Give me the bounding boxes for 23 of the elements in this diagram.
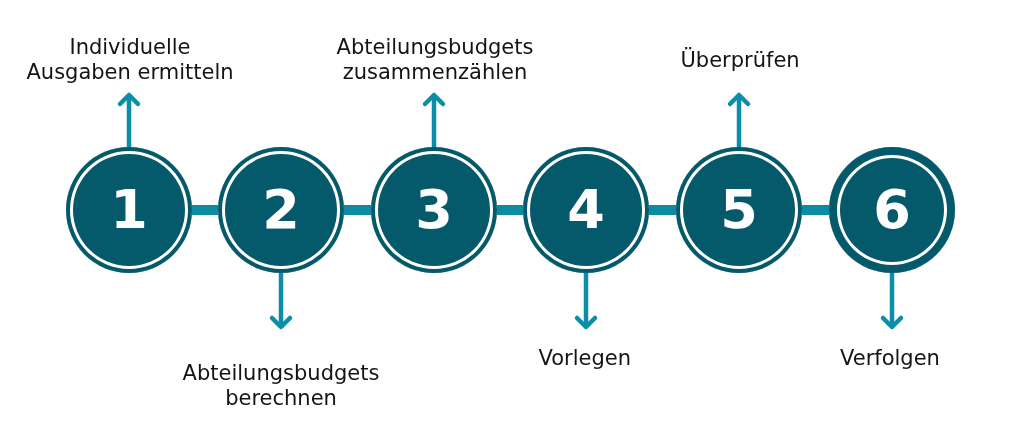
step-number: 4 (567, 183, 605, 237)
step-label: Abteilungsbudgets berechnen (170, 361, 392, 411)
step-number: 2 (262, 183, 300, 237)
step-number: 6 (873, 183, 911, 237)
connector-line (497, 205, 523, 215)
arrow (422, 92, 446, 147)
step-number: 5 (720, 183, 758, 237)
arrow (269, 273, 293, 330)
step-label: Individuelle Ausgaben ermitteln (19, 35, 241, 85)
step-number: 3 (415, 183, 453, 237)
connector-line (192, 205, 218, 215)
arrow (880, 273, 904, 330)
arrow (727, 92, 751, 147)
connector-line (344, 205, 371, 215)
arrow (574, 273, 598, 330)
step-number: 1 (110, 183, 148, 237)
connector-line (649, 205, 676, 215)
arrow (117, 92, 141, 147)
step-label: Überprüfen (680, 47, 800, 73)
step-label: Vorlegen (538, 345, 632, 371)
step-label: Verfolgen (840, 345, 940, 371)
connector-line (802, 205, 829, 215)
step-label: Abteilungsbudgets zusammenzählen (324, 35, 546, 85)
